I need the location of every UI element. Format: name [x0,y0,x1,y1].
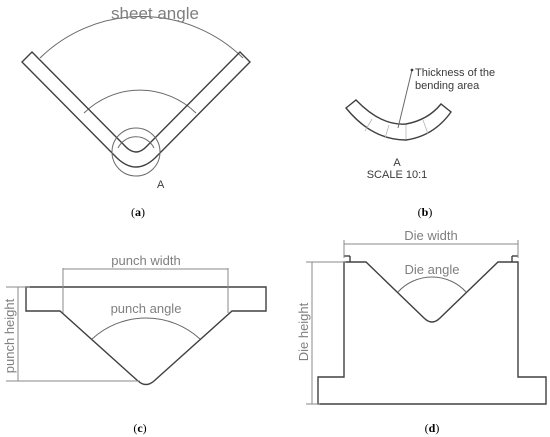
sheet-angle-arc-inner [83,89,197,114]
die-height-label: Die height [296,302,311,361]
punch-width-label: punch width [111,253,180,268]
die-width-label: Die width [404,228,457,243]
panel-c: punch width punch angle punch height (c) [2,253,267,435]
caption-c-letter: c [137,421,143,435]
panel-a: sheet angle A (a) [21,4,251,219]
caption-b: (b) [418,205,433,219]
detail-inner-arc [117,136,155,149]
punch-angle-label: punch angle [111,301,182,316]
sheet-angle-label: sheet angle [111,4,199,23]
punch-outline [25,286,267,386]
die-angle-arc [397,276,467,293]
sheet-angle-arc-outer [39,16,244,59]
thickness-note-line2: bending area [415,80,480,92]
caption-c: (c) [133,421,146,435]
die-angle-label: Die angle [405,262,460,277]
section-line-2 [384,124,390,139]
punch-angle-arc [91,317,201,340]
panel-b: Thickness of the bending area A SCALE 10… [345,67,495,219]
detail-title: A [393,157,401,169]
caption-a: (a) [131,205,145,219]
caption-a-letter: a [135,205,141,219]
punch-height-label: punch height [2,298,17,373]
die-outline [317,261,547,405]
panel-d: Die width Die angle Die height (d) [296,228,547,435]
section-line-1 [364,118,373,132]
bent-sheet-outline [21,51,251,168]
caption-d-letter: d [429,421,436,435]
leader-dot [410,68,414,72]
section-line-4 [422,119,429,135]
scale-label: SCALE 10:1 [367,169,428,181]
caption-b-letter: b [422,205,429,219]
detail-marker-label: A [157,179,165,191]
thickness-leader-line [397,69,413,129]
detail-circle-a [111,127,161,177]
thickness-note-line1: Thickness of the [415,67,495,79]
bending-area-shape [345,99,452,141]
caption-d: (d) [425,421,440,435]
